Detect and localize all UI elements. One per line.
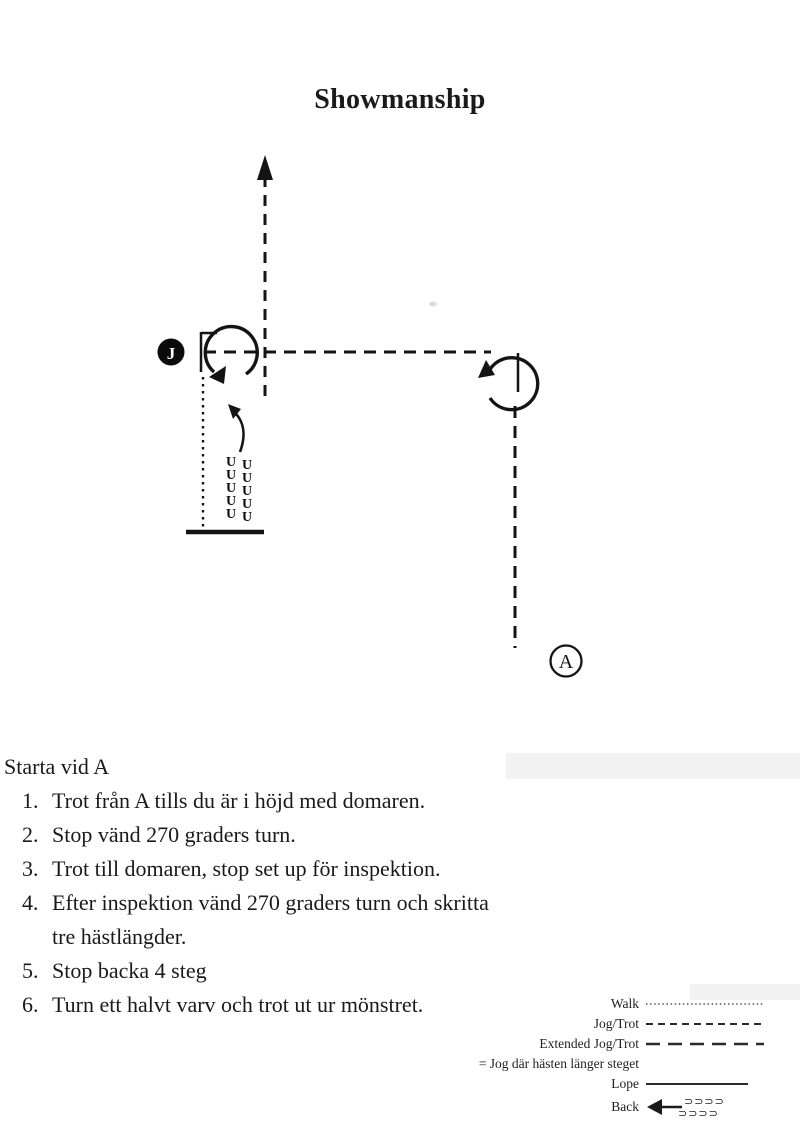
turn-270-left: [203, 324, 259, 384]
curve-arrowhead-icon: [228, 404, 241, 419]
hoofprint-icon: U: [242, 458, 252, 473]
hoofprint-icon: U: [226, 494, 236, 509]
legend-label: Back: [611, 1099, 639, 1114]
lope-line-sample: [646, 1083, 748, 1085]
gait-legend: Walk Jog/Trot Extended Jog/Trot = Jog dä…: [406, 994, 766, 1120]
item-text: Trot till domaren, stop set up för inspe…: [52, 856, 441, 881]
hoofprint-icon: U: [242, 471, 252, 486]
back-hoofprints: U U U U U U U U U U: [226, 455, 252, 525]
judge-label: J: [167, 344, 176, 363]
legend-label: Walk: [610, 996, 639, 1011]
pattern-diagram: J A U U U U U U U U: [157, 155, 583, 678]
hoofprint-icon: U: [226, 468, 236, 483]
trot-exit-path: [257, 155, 273, 397]
instructions-block: Starta vid A 1. Trot från A tills du är …: [4, 750, 749, 1022]
legend-note-row: = Jog där hästen länger steget: [406, 1054, 766, 1074]
item-number: 5.: [22, 958, 39, 983]
hoofprint-icon: U: [226, 481, 236, 496]
instruction-item-5: 5. Stop backa 4 steg: [22, 954, 749, 988]
instruction-item-1: 1. Trot från A tills du är i höjd med do…: [22, 784, 749, 818]
item-number: 4.: [22, 890, 39, 915]
item-number: 6.: [22, 992, 39, 1017]
hoofprint-icon: U: [226, 455, 236, 470]
item-text-line1: Efter inspektion vänd 270 graders turn o…: [52, 890, 489, 915]
legend-note: = Jog där hästen länger steget: [478, 1056, 639, 1071]
jog-line-sample: [646, 1023, 762, 1025]
item-text-line2: tre hästlängder.: [52, 924, 187, 949]
item-text: Efter inspektion vänd 270 graders turn o…: [52, 886, 749, 954]
scan-artifact: [506, 753, 800, 779]
back-hoofprints-row: ⊃⊃⊃⊃: [684, 1095, 725, 1108]
start-label: A: [559, 651, 574, 673]
back-hoofprints-row: ⊃⊃⊃⊃: [678, 1107, 719, 1120]
turn-direction-arrow: [228, 404, 245, 453]
scan-artifact: [690, 984, 800, 1000]
legend-label: Extended Jog/Trot: [539, 1036, 639, 1051]
legend-label: Lope: [611, 1076, 639, 1091]
scan-artifact-dot: [429, 301, 437, 307]
start-marker-a: A: [549, 644, 583, 678]
legend-row-lope: Lope: [406, 1074, 766, 1094]
instruction-item-4: 4. Efter inspektion vänd 270 graders tur…: [22, 886, 749, 954]
judge-marker: J: [157, 338, 185, 366]
extended-jog-line-sample: [646, 1042, 764, 1046]
legend-row-walk: Walk: [406, 994, 766, 1014]
item-text: Trot från A tills du är i höjd med domar…: [52, 788, 426, 813]
instruction-item-6: 6. Turn ett halvt varv och trot ut ur mö…: [22, 988, 749, 1022]
legend-row-back: Back ⊃⊃⊃⊃ ⊃⊃⊃⊃: [406, 1094, 766, 1120]
legend-label: Jog/Trot: [593, 1016, 639, 1031]
item-number: 2.: [22, 822, 39, 847]
instruction-item-2: 2. Stop vänd 270 graders turn.: [22, 818, 749, 852]
item-text: Turn ett halvt varv och trot ut ur mönst…: [52, 992, 424, 1017]
instruction-item-3: 3. Trot till domaren, stop set up för in…: [22, 852, 749, 886]
turn-left-arrowhead-icon: [209, 366, 226, 384]
hoofprint-icon: U: [242, 510, 252, 525]
item-text: Stop vänd 270 graders turn.: [52, 822, 296, 847]
item-text: Stop backa 4 steg: [52, 958, 207, 983]
page-title: Showmanship: [314, 84, 486, 115]
hoofprint-icon: U: [242, 497, 252, 512]
hoofprint-icon: U: [226, 507, 236, 522]
legend-row-jog: Jog/Trot: [406, 1014, 766, 1034]
hoofprint-icon: U: [242, 484, 252, 499]
walk-line-sample: [646, 1003, 764, 1005]
exit-arrowhead-icon: [257, 155, 273, 180]
legend-row-extended-jog: Extended Jog/Trot: [406, 1034, 766, 1054]
turn-270-right: [478, 356, 540, 412]
item-number: 3.: [22, 856, 39, 881]
turn-right-arrowhead-icon: [478, 360, 495, 378]
item-number: 1.: [22, 788, 39, 813]
back-symbol-sample: ⊃⊃⊃⊃ ⊃⊃⊃⊃: [647, 1095, 725, 1120]
instructions-intro: Starta vid A: [4, 754, 110, 779]
back-arrowhead-icon: [647, 1099, 662, 1115]
